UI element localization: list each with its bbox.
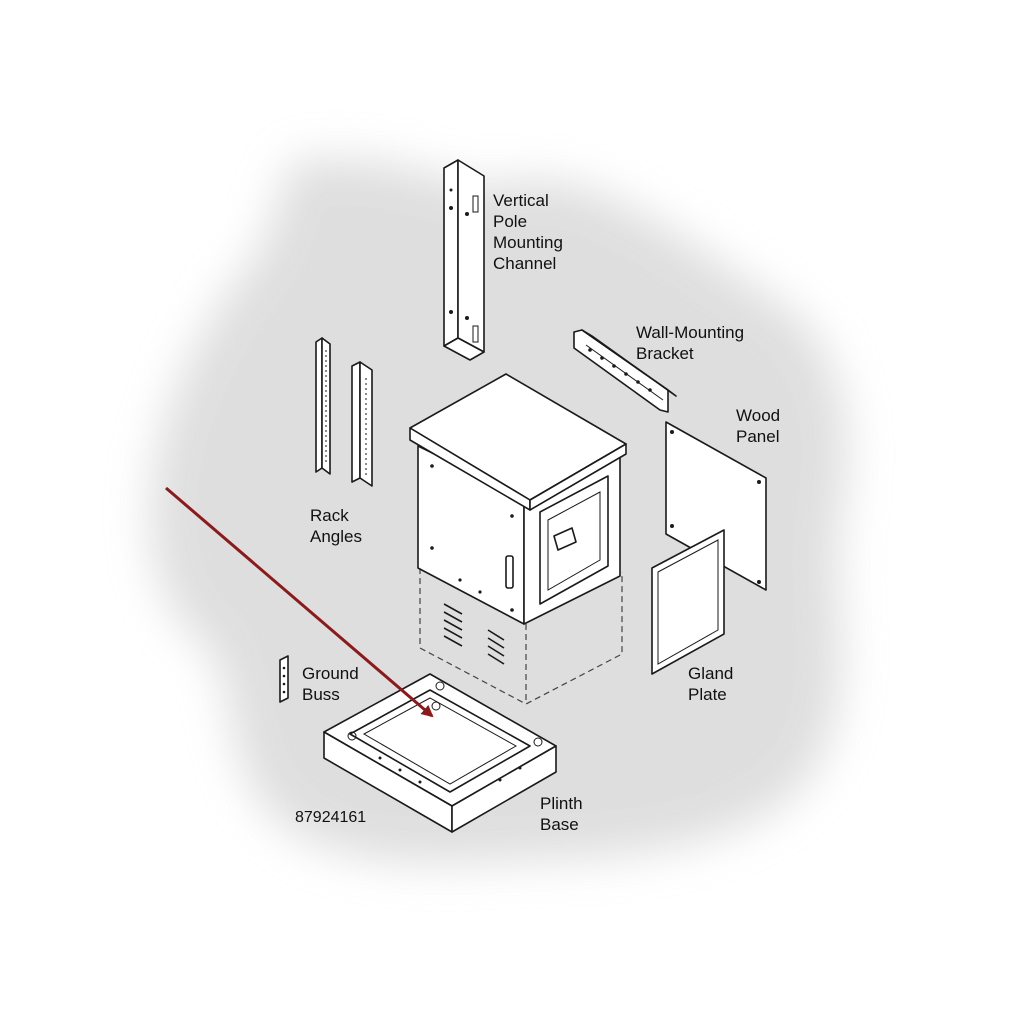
label-ground-buss: Ground Buss [302,664,359,704]
label-wood-panel: Wood Panel [736,406,781,446]
vent-louvres-left [443,603,463,647]
part-number: 87924161 [295,809,367,826]
enclosure-cabinet [409,373,627,705]
gland-plate [651,529,725,675]
label-gland-plate: Gland Plate [688,664,734,704]
label-wall-mounting-bracket: Wall-Mounting Bracket [636,323,745,363]
label-rack-angles: Rack Angles [310,506,362,546]
vertical-pole-channel [443,159,485,361]
plinth-base [323,673,557,833]
wall-mounting-bracket [573,329,677,413]
label-plinth-base: Plinth Base [540,794,583,834]
label-vertical-pole-channel: Vertical Pole Mounting Channel [493,191,563,273]
vent-louvres-right [487,629,505,665]
rack-angles [315,337,373,487]
annotation-arrow [165,486,434,718]
ground-buss [279,655,289,703]
